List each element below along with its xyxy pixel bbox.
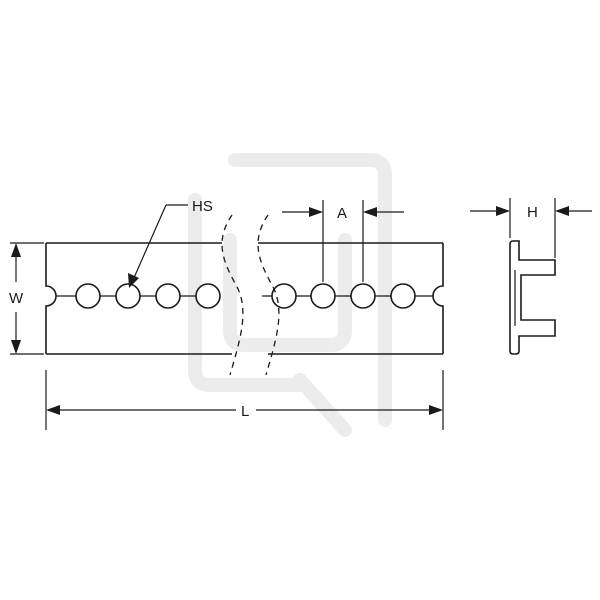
strip-left-end [45, 243, 57, 354]
hole [75, 283, 101, 309]
side-profile-outline [509, 240, 556, 355]
pitch-arrowhead-right [363, 207, 377, 217]
hole [271, 283, 297, 309]
height-arrowhead-right [555, 206, 569, 216]
width-arrowhead-bottom [11, 340, 21, 354]
width-dimension: W [9, 242, 44, 355]
front-view [45, 214, 444, 376]
width-label: W [9, 290, 24, 307]
hole [115, 283, 141, 309]
hs-arrowhead [128, 273, 139, 288]
width-arrowhead-top [11, 243, 21, 257]
height-dimension: H [470, 198, 592, 258]
length-arrowhead-left [46, 405, 60, 415]
length-label: L [241, 403, 249, 420]
hole [195, 283, 221, 309]
hole [390, 283, 416, 309]
break-line-left [221, 214, 244, 376]
length-dimension: L [45, 370, 444, 430]
pitch-arrowhead-left [309, 207, 323, 217]
hole [350, 283, 376, 309]
break-line-right [257, 214, 280, 376]
hole [155, 283, 181, 309]
height-label: H [527, 204, 538, 221]
height-arrowhead-left [496, 206, 510, 216]
hole-size-callout: HS [128, 198, 213, 288]
pitch-dimension: A [282, 200, 404, 282]
hole [310, 283, 336, 309]
watermark-logo [188, 153, 392, 437]
strip-right-end [432, 243, 444, 354]
length-arrowhead-right [429, 405, 443, 415]
pitch-label: A [337, 205, 347, 222]
hole-size-label: HS [192, 198, 213, 215]
hs-leader-diagonal [132, 204, 167, 281]
side-view [509, 240, 556, 355]
